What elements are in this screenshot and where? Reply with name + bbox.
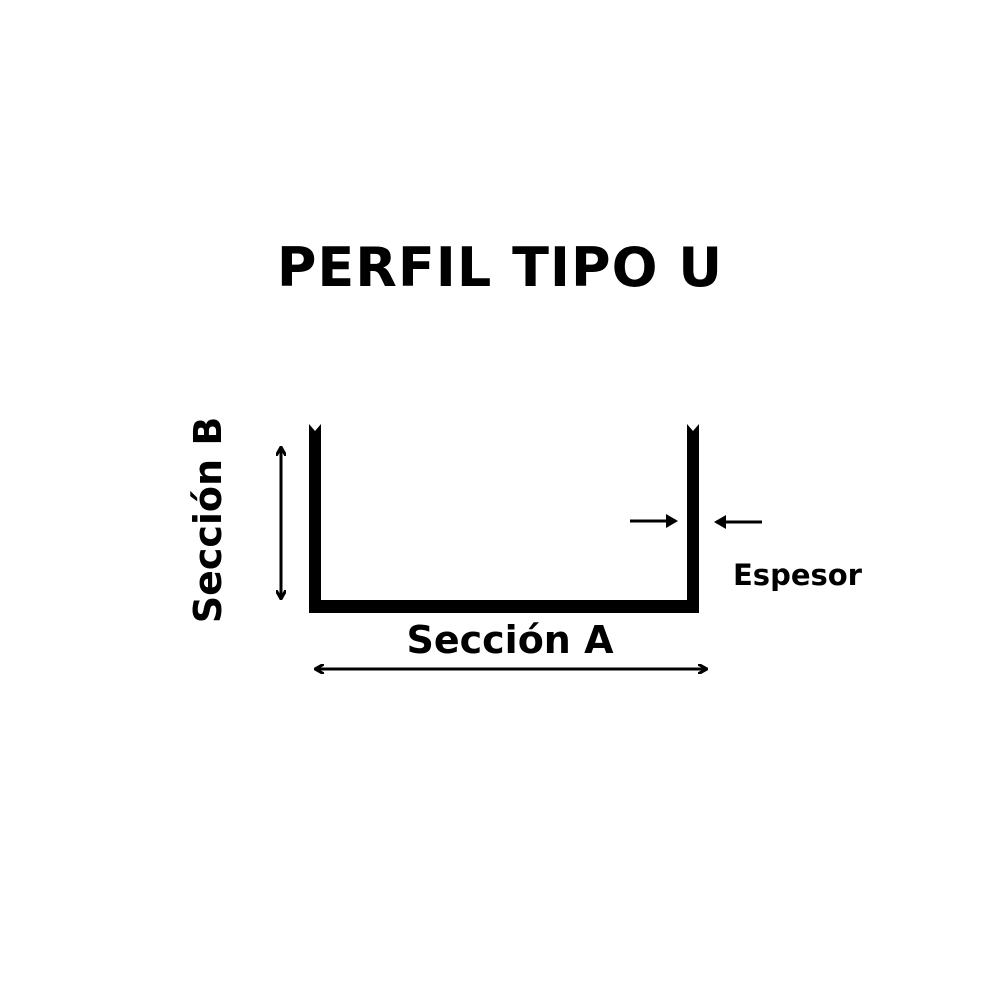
diagram-title: PERFIL TIPO U bbox=[276, 236, 724, 299]
u-channel-shape bbox=[309, 424, 699, 613]
thickness-label: Espesor bbox=[733, 558, 862, 592]
section-b-label: Sección B bbox=[186, 416, 230, 624]
thickness-arrows bbox=[630, 514, 762, 529]
section-a-label: Sección A bbox=[406, 618, 614, 662]
